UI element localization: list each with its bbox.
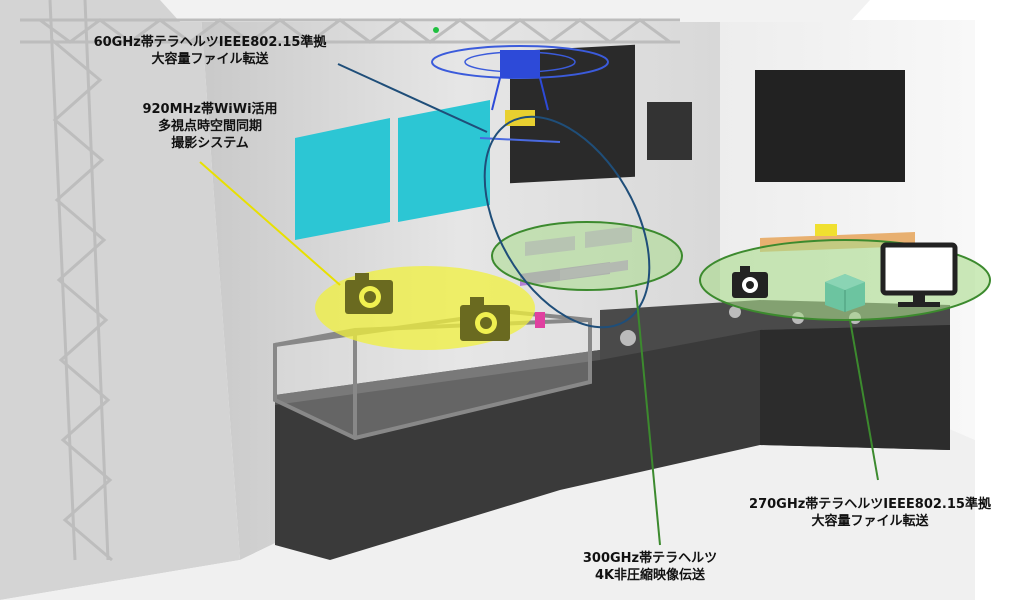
camera-icon [345,273,393,314]
label-line: 920MHz帯WiWi活用 [142,102,278,117]
drone-icon [431,45,609,143]
leader-line-920mhz [199,161,341,286]
label-line: 多視点時空間同期 [157,119,262,134]
leader-lines [199,63,879,546]
label-line: 撮影システム [171,136,249,151]
green-coverage-ellipse-300ghz [491,221,683,291]
label-line: 270GHz帯テラヘルツIEEE802.15準拠 [749,497,991,512]
blue-coverage-ellipse [483,115,651,329]
monitor-icon [880,242,958,307]
label-line: 4K非圧縮映像伝送 [594,568,706,583]
truss-frame [20,0,680,562]
label-60ghz-transfer: 60GHz帯テラヘルツIEEE802.15準拠 大容量ファイル転送 [60,34,360,68]
small-yellow-box [815,224,837,236]
pink-item [535,312,545,328]
label-line: 大容量ファイル転送 [811,514,929,529]
leader-line-60ghz [337,63,488,133]
camera-icon [460,297,510,341]
label-300ghz-video: 300GHz帯テラヘルツ 4K非圧縮映像伝送 [535,550,765,584]
camera-icon [732,266,768,298]
label-920mhz-camera-system: 920MHz帯WiWi活用 多視点時空間同期 撮影システム [90,101,330,152]
label-line: 300GHz帯テラヘルツ [582,551,718,566]
green-led [433,27,439,33]
leader-line-270ghz [849,319,879,481]
leader-line-300ghz [635,289,661,546]
label-270ghz-transfer: 270GHz帯テラヘルツIEEE802.15準拠 大容量ファイル転送 [720,496,1020,530]
label-line: 60GHz帯テラヘルツIEEE802.15準拠 [93,35,327,50]
label-line: 大容量ファイル転送 [151,52,269,67]
box-icon [825,274,865,312]
